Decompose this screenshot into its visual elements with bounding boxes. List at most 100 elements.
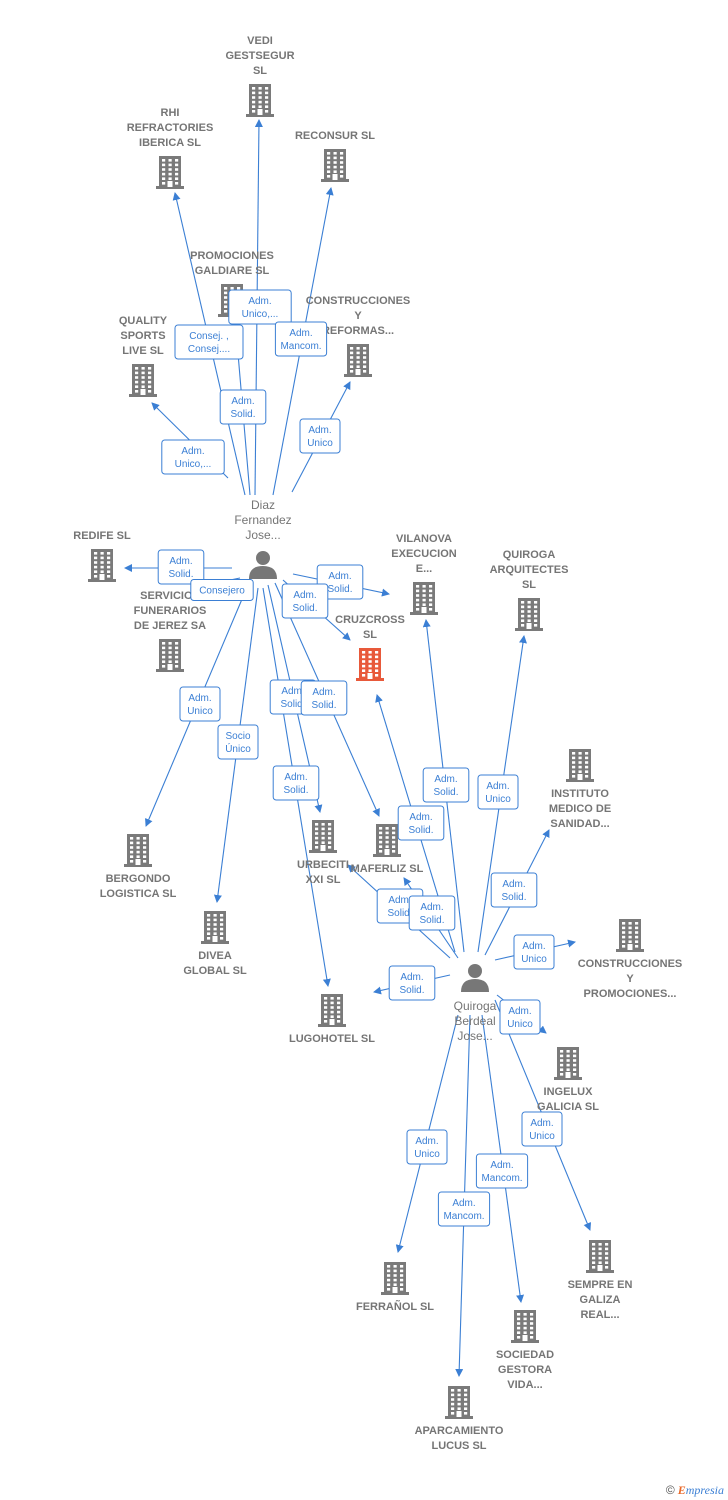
edge-label-quiroga-to-ferranol[interactable]: Adm.Unico bbox=[406, 1129, 448, 1165]
building-icon bbox=[321, 149, 349, 182]
edge-label-diaz-to-vedi[interactable]: Adm.Unico,... bbox=[228, 289, 292, 325]
node-label: REFORMAS... bbox=[322, 325, 394, 337]
building-icon bbox=[318, 994, 346, 1027]
node-label: IBERICA SL bbox=[139, 137, 201, 149]
edge-label-text: Adm. bbox=[420, 902, 443, 913]
building-icon bbox=[373, 824, 401, 857]
edge-label-quiroga-to-sempre[interactable]: Adm.Unico bbox=[521, 1111, 563, 1147]
node-label: SERVICIOS bbox=[140, 590, 200, 602]
edge-label-text: Unico bbox=[485, 794, 511, 805]
edge-label-text: Adm. bbox=[452, 1198, 475, 1209]
node-label: FERRAÑOL SL bbox=[356, 1300, 434, 1313]
node-label: Y bbox=[354, 310, 362, 322]
edge-label-quiroga-to-vilanova[interactable]: Adm. Solid. bbox=[422, 767, 470, 803]
edge-label-diaz-to-galdiare[interactable]: Adm.Solid. bbox=[219, 389, 267, 425]
edge-label-text: Adm. bbox=[434, 774, 457, 785]
edge-label-diaz-to-rhi[interactable]: Consej. ,Consej.... bbox=[174, 324, 244, 360]
edge-label-diaz-to-lugohotel[interactable]: Adm.Solid. bbox=[272, 765, 320, 801]
edge-label-text: Adm. bbox=[400, 972, 423, 983]
node-label: LUGOHOTEL SL bbox=[289, 1033, 375, 1045]
node-label: PROMOCIONES bbox=[190, 250, 274, 262]
company-node-ferranol[interactable]: FERRAÑOL SL bbox=[356, 1262, 434, 1313]
company-node-maferliz[interactable]: MAFERLIZ SL bbox=[351, 824, 424, 875]
company-node-sempre[interactable]: SEMPRE ENGALIZAREAL... bbox=[568, 1240, 633, 1321]
company-node-redife[interactable]: REDIFE SL bbox=[73, 530, 131, 582]
edge-label-diaz-to-servicios[interactable]: Consejero bbox=[190, 579, 254, 601]
person-node-quiroga[interactable]: QuirogaBerdealJose... bbox=[454, 964, 497, 1043]
node-label: REAL... bbox=[580, 1309, 619, 1321]
person-node-diaz[interactable]: DiazFernandezJose... bbox=[234, 498, 292, 579]
node-label: SL bbox=[522, 579, 536, 591]
building-icon bbox=[201, 911, 229, 944]
building-icon bbox=[356, 648, 384, 681]
edge-label-text: Adm. bbox=[486, 781, 509, 792]
node-label: SEMPRE EN bbox=[568, 1279, 633, 1291]
node-label: SL bbox=[363, 629, 377, 641]
edge-label-quiroga-to-quiroga_arq[interactable]: Adm. Unico bbox=[477, 774, 519, 810]
company-node-reconsur[interactable]: RECONSUR SL bbox=[295, 130, 375, 182]
edge-label-text: Adm. bbox=[289, 328, 312, 339]
node-label: SOCIEDAD bbox=[496, 1349, 554, 1361]
edge-label-quiroga-to-construcciones_promociones[interactable]: Adm.Unico bbox=[513, 934, 555, 970]
node-label: CRUZCROSS bbox=[335, 614, 405, 626]
edge-label-diaz-to-redife[interactable]: Adm.Solid. bbox=[157, 549, 205, 585]
edge-label-quiroga-to-lugohotel[interactable]: Adm.Solid. bbox=[388, 965, 436, 1001]
company-node-sociedad[interactable]: SOCIEDADGESTORAVIDA... bbox=[496, 1310, 554, 1391]
node-label: Diaz bbox=[251, 498, 275, 512]
node-label: LUCUS SL bbox=[432, 1440, 487, 1452]
company-node-lugohotel[interactable]: LUGOHOTEL SL bbox=[289, 994, 375, 1045]
edge-label-quiroga-to-sociedad[interactable]: Adm.Mancom. bbox=[475, 1153, 529, 1189]
edge-label-quiroga-to-maferliz[interactable]: Adm.Solid. bbox=[408, 895, 456, 931]
node-label: XXI SL bbox=[306, 874, 341, 886]
edge-label-quiroga-to-aparcamiento[interactable]: Adm.Mancom. bbox=[437, 1191, 491, 1227]
edge-label-diaz-to-maferliz[interactable]: Adm.Solid. bbox=[300, 680, 348, 716]
building-icon bbox=[445, 1386, 473, 1419]
edge-label-text: Solid. bbox=[280, 699, 305, 710]
edge-label-diaz-to-bergondo[interactable]: Adm.Unico bbox=[179, 686, 221, 722]
building-icon bbox=[246, 84, 274, 117]
edge-label-diaz-to-quality[interactable]: Adm.Unico,... bbox=[161, 439, 225, 475]
edge-label-text: Solid. bbox=[433, 787, 458, 798]
building-icon bbox=[616, 919, 644, 952]
edge-label-text: Adm. bbox=[308, 425, 331, 436]
node-label: LOGISTICA SL bbox=[100, 888, 177, 900]
edge-label-diaz-to-cruzcross[interactable]: Adm.Solid. bbox=[281, 583, 329, 619]
edge-label-text: Unico bbox=[414, 1149, 440, 1160]
edge-labels-layer: Adm.Unico,...Consej. ,Consej....Adm.Manc… bbox=[157, 289, 563, 1227]
edge-label-quiroga-to-cruzcross[interactable]: Adm.Solid. bbox=[397, 805, 445, 841]
edge-label-text: Unico bbox=[507, 1019, 533, 1030]
edge-label-diaz-to-construcciones_reformas[interactable]: Adm.Unico bbox=[299, 418, 341, 454]
node-label: EXECUCION bbox=[391, 548, 456, 560]
node-label: MEDICO DE bbox=[549, 803, 611, 815]
edge-label-quiroga-to-instituto[interactable]: Adm.Solid. bbox=[490, 872, 538, 908]
edge-label-text: Solid. bbox=[230, 409, 255, 420]
edge-label-text: Solid. bbox=[311, 700, 336, 711]
company-node-cruzcross[interactable]: CRUZCROSS SL bbox=[335, 614, 405, 681]
edge-label-text: Adm. bbox=[293, 590, 316, 601]
company-node-construcciones_promociones[interactable]: CONSTRUCCIONESYPROMOCIONES... bbox=[578, 919, 683, 1000]
building-icon bbox=[381, 1262, 409, 1295]
edge-label-diaz-to-vilanova[interactable]: Adm.Solid. bbox=[316, 564, 364, 600]
edge-label-diaz-to-reconsur[interactable]: Adm.Mancom. bbox=[274, 321, 328, 357]
edge-label-text: Adm. bbox=[490, 1160, 513, 1171]
company-node-construcciones_reformas[interactable]: CONSTRUCCIONESYREFORMAS... bbox=[306, 295, 411, 377]
edge-label-text: Consej.... bbox=[188, 344, 230, 355]
edge-label-text: Adm. bbox=[409, 812, 432, 823]
company-node-vilanova[interactable]: VILANOVAEXECUCIONE... bbox=[391, 533, 457, 615]
node-label: REDIFE SL bbox=[73, 530, 131, 542]
edge-label-quiroga-to-ingelux[interactable]: Adm.Unico bbox=[499, 999, 541, 1035]
node-label: PROMOCIONES... bbox=[584, 988, 677, 1000]
